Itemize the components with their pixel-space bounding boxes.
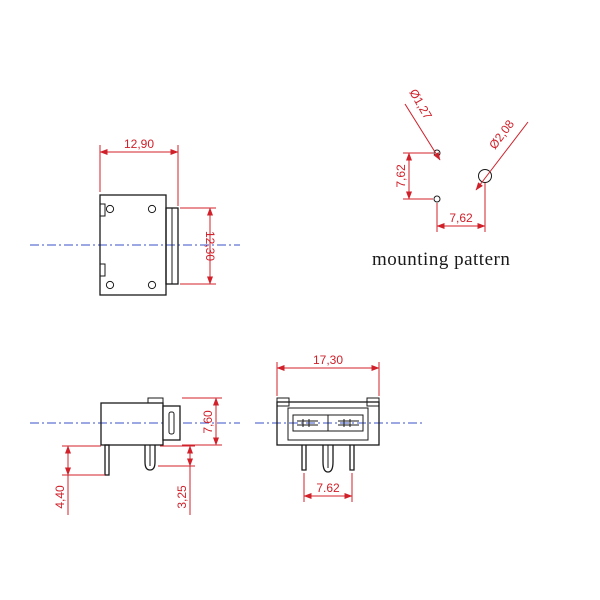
front-view-inner-body	[287, 407, 369, 441]
side-view-lever-slot	[168, 411, 175, 435]
side-view-pin-mid	[144, 445, 156, 471]
front-view-pin-middle	[322, 445, 334, 473]
side-view-pin-offset-dimension: 3,25	[158, 445, 195, 515]
front-view-flange-right	[366, 397, 380, 407]
top-view: 12,90 12,30	[30, 137, 240, 296]
side-view-pin-offset-label: 3,25	[175, 485, 189, 509]
top-view-height-label: 12,30	[203, 231, 217, 261]
front-view-pitch-dimension: 7.62	[303, 473, 353, 502]
top-view-hole-br	[147, 280, 157, 290]
mounting-hole-small-bottom	[433, 195, 441, 203]
front-view-flange-left	[276, 397, 290, 407]
horizontal-pitch-dimension: 7,62	[436, 183, 486, 232]
top-view-hole-tr	[147, 204, 157, 214]
top-view-width-label: 12,90	[124, 137, 154, 151]
mounting-pattern: Ø1,27 Ø2,08 7,62 7,62 mounting pattern	[372, 87, 529, 270]
front-view-contact-right	[338, 419, 359, 427]
horizontal-pitch-label: 7,62	[449, 211, 473, 225]
side-view: 4,40 3,25 7,60	[30, 397, 240, 515]
side-view-pin-length-label: 4,40	[53, 485, 67, 509]
top-view-hole-tl	[105, 204, 115, 214]
front-view-width-dimension: 17,30	[276, 353, 380, 396]
small-hole-diameter-label: Ø1,27	[406, 87, 435, 123]
vertical-pitch-dimension: 7,62	[394, 152, 433, 200]
side-view-lever	[162, 405, 181, 441]
top-view-width-dimension: 12,90	[99, 137, 179, 206]
front-view-pitch-label: 7.62	[316, 481, 340, 495]
top-view-left-notch-top	[100, 203, 106, 217]
side-view-pin-left	[104, 444, 110, 476]
front-view: 17,30 7.62	[255, 353, 425, 502]
mounting-hole-large	[478, 169, 492, 183]
front-view-pin-right	[349, 445, 355, 471]
side-view-pin-length-dimension: 4,40	[53, 445, 105, 515]
side-view-height-dimension: 7,60	[182, 397, 222, 446]
large-hole-leader: Ø2,08	[475, 117, 529, 191]
large-hole-diameter-label: Ø2,08	[486, 117, 517, 152]
top-view-hole-bl	[105, 280, 115, 290]
front-view-pin-left	[301, 445, 307, 471]
top-view-height-dimension: 12,30	[180, 207, 217, 285]
side-view-body	[100, 402, 164, 446]
top-view-left-notch-bottom	[100, 263, 106, 277]
front-view-contact-left	[297, 419, 318, 427]
front-view-width-label: 17,30	[313, 353, 343, 367]
side-view-height-label: 7,60	[201, 410, 215, 434]
side-view-step	[147, 397, 164, 403]
vertical-pitch-label: 7,62	[394, 164, 408, 188]
mounting-pattern-caption: mounting pattern	[372, 249, 510, 270]
small-hole-leader: Ø1,27	[404, 87, 441, 161]
